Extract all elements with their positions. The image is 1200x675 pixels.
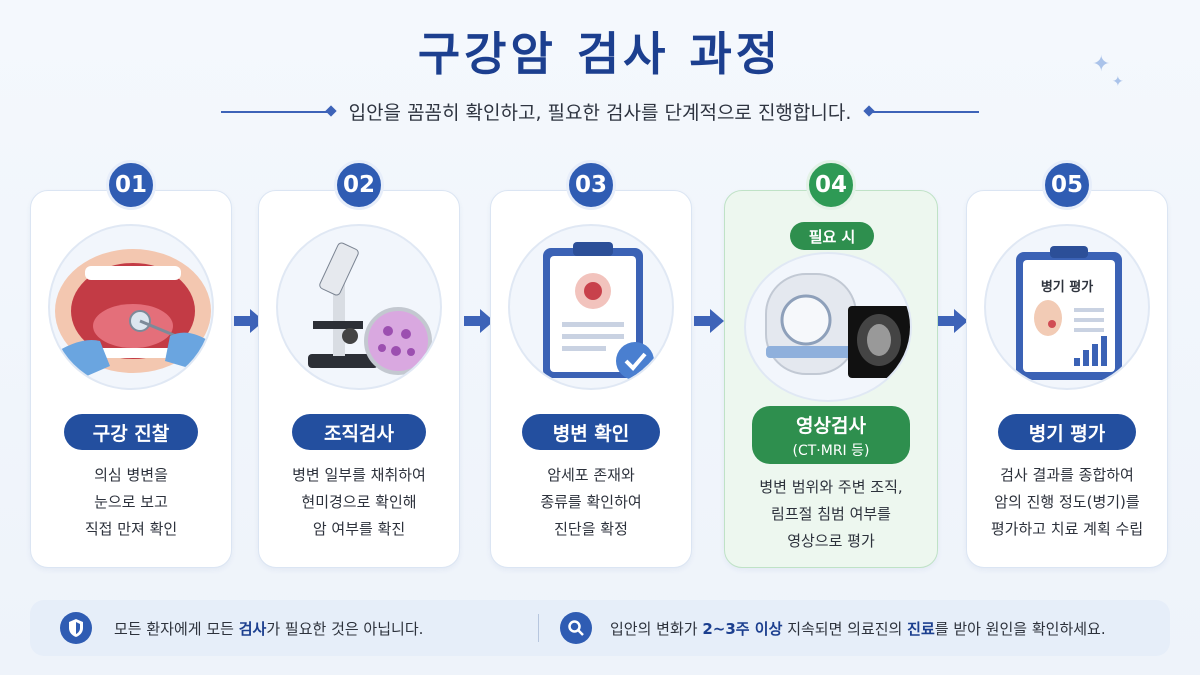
step-label-5: 병기 평가 — [998, 414, 1136, 450]
desc-line: 현미경으로 확인해 — [301, 493, 417, 511]
decorative-line — [869, 110, 980, 113]
sparkle-icon: ✦ — [1112, 74, 1124, 90]
subtitle-row: 입안을 꼼꼼히 확인하고, 필요한 검사를 단계적으로 진행합니다. — [0, 98, 1200, 125]
desc-line: 암 여부를 확진 — [312, 520, 406, 538]
staging-report-illustration: 병기 평가 — [984, 224, 1150, 390]
desc-line: 눈으로 보고 — [94, 493, 168, 511]
decorative-line — [220, 110, 331, 113]
ct-scanner-illustration — [744, 252, 912, 402]
desc-line: 암세포 존재와 — [547, 466, 635, 484]
sparkle-icon: ✦ — [1092, 52, 1111, 77]
step-desc-2: 병변 일부를 채취하여 현미경으로 확인해 암 여부를 확진 — [258, 462, 460, 543]
arrow-right-icon — [464, 309, 494, 333]
desc-line: 병변 일부를 채취하여 — [292, 466, 426, 484]
step-number-4: 04 — [806, 160, 856, 210]
step-number-5: 05 — [1042, 160, 1092, 210]
step-label-4: 영상검사 (CT·MRI 등) — [752, 406, 910, 464]
step-number-2: 02 — [334, 160, 384, 210]
desc-line: 진단을 확정 — [554, 520, 628, 538]
arrow-right-icon — [234, 309, 264, 333]
note-left: 모든 환자에게 모든 검사가 필요한 것은 아닙니다. — [114, 618, 423, 639]
note-text: 가 필요한 것은 아닙니다. — [266, 620, 424, 638]
divider — [538, 614, 539, 642]
optional-badge: 필요 시 — [790, 222, 874, 250]
arrow-right-icon — [694, 309, 724, 333]
note-text: 를 받아 원인을 확인하세요. — [934, 620, 1106, 638]
step-label-3: 병변 확인 — [522, 414, 660, 450]
step-number-3: 03 — [566, 160, 616, 210]
page-title: 구강암 검사 과정 — [417, 27, 783, 81]
page-subtitle: 입안을 꼼꼼히 확인하고, 필요한 검사를 단계적으로 진행합니다. — [348, 102, 852, 124]
arrow-right-icon — [938, 309, 968, 333]
desc-line: 검사 결과를 종합하여 — [1000, 466, 1134, 484]
oral-exam-illustration — [48, 224, 214, 390]
note-emphasis: 2~3주 이상 — [702, 620, 783, 638]
step-desc-5: 검사 결과를 종합하여 암의 진행 정도(병기)를 평가하고 치료 계획 수립 — [966, 462, 1168, 543]
desc-line: 평가하고 치료 계획 수립 — [990, 520, 1144, 538]
note-text: 모든 환자에게 모든 — [114, 620, 239, 638]
step-desc-4: 병변 범위와 주변 조직, 림프절 침범 여부를 영상으로 평가 — [724, 474, 938, 555]
step-label-4-main: 영상검사 — [796, 414, 866, 437]
search-icon — [560, 612, 592, 644]
microscope-illustration — [276, 224, 442, 390]
desc-line: 영상으로 평가 — [787, 532, 875, 550]
shield-icon — [60, 612, 92, 644]
desc-line: 암의 진행 정도(병기)를 — [994, 493, 1140, 511]
note-text: 지속되면 의료진의 — [782, 620, 908, 638]
desc-line: 종류를 확인하여 — [540, 493, 642, 511]
bottom-notes-bar: 모든 환자에게 모든 검사가 필요한 것은 아닙니다. 입안의 변화가 2~3주… — [30, 600, 1170, 656]
doc-title: 병기 평가 — [1040, 280, 1094, 295]
note-emphasis: 진료 — [907, 620, 935, 638]
step-desc-3: 암세포 존재와 종류를 확인하여 진단을 확정 — [490, 462, 692, 543]
step-label-1: 구강 진찰 — [64, 414, 198, 450]
note-emphasis: 검사 — [238, 620, 267, 638]
desc-line: 직접 만져 확인 — [84, 520, 178, 538]
desc-line: 림프절 침범 여부를 — [771, 505, 891, 523]
step-desc-1: 의심 병변을 눈으로 보고 직접 만져 확인 — [30, 462, 232, 543]
step-number-1: 01 — [106, 160, 156, 210]
step-label-4-sub: (CT·MRI 등) — [792, 442, 870, 459]
step-label-2: 조직검사 — [292, 414, 426, 450]
clipboard-report-illustration — [508, 224, 674, 390]
note-right: 입안의 변화가 2~3주 이상 지속되면 의료진의 진료를 받아 원인을 확인하… — [610, 618, 1106, 639]
desc-line: 의심 병변을 — [94, 466, 168, 484]
desc-line: 병변 범위와 주변 조직, — [759, 478, 903, 496]
note-text: 입안의 변화가 — [610, 620, 703, 638]
